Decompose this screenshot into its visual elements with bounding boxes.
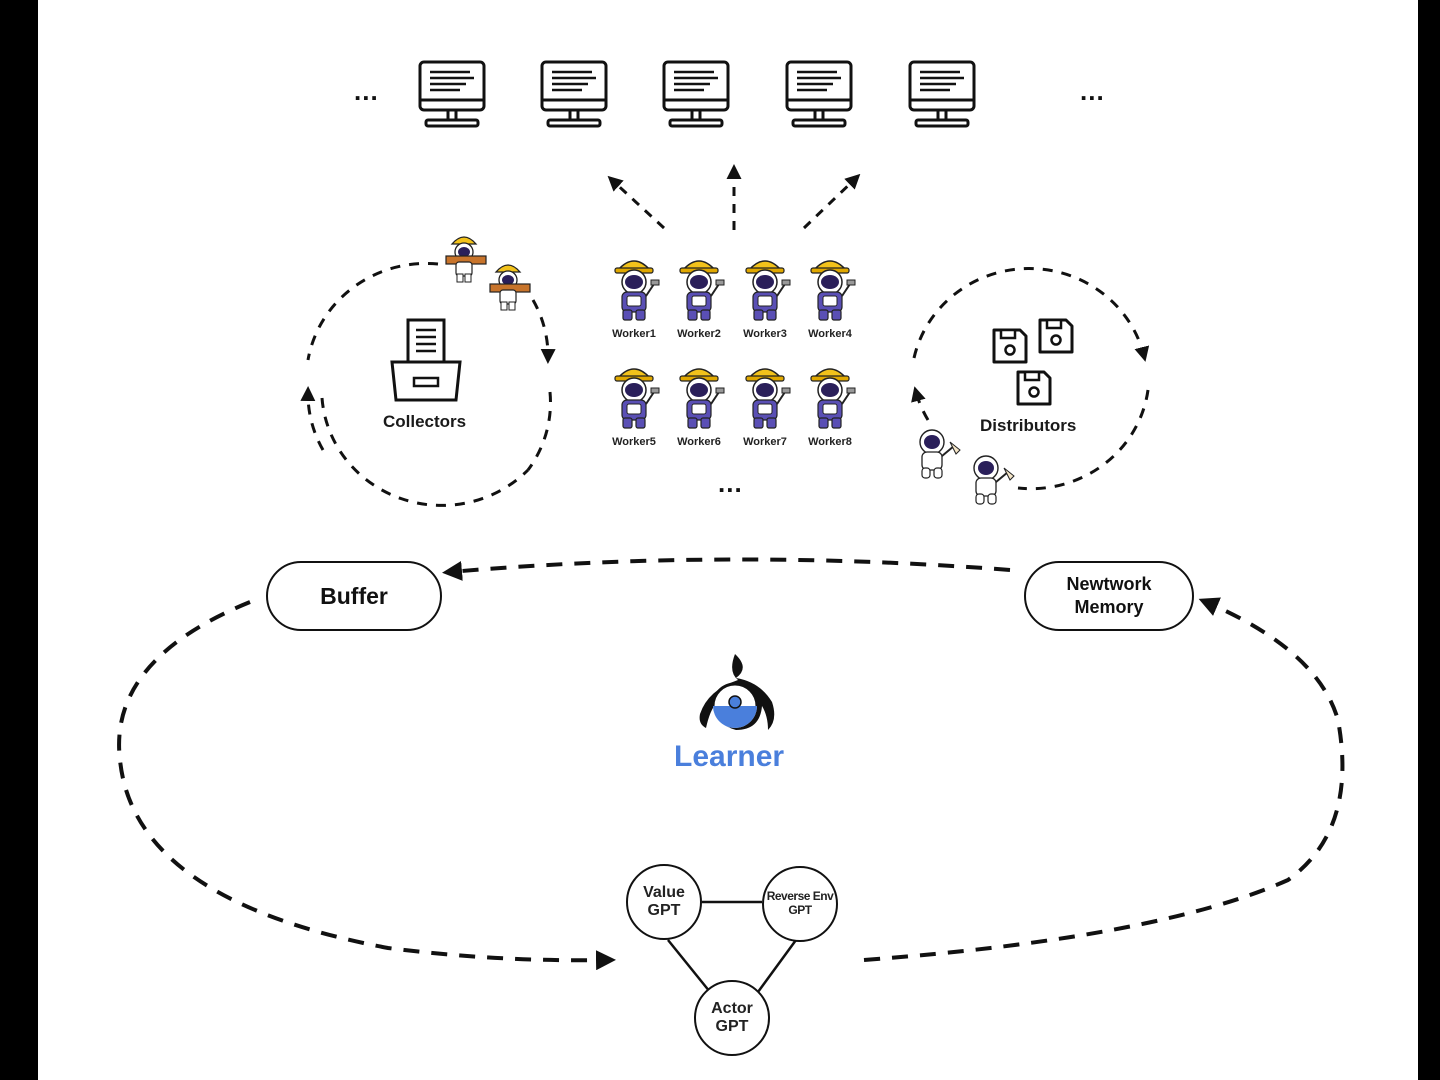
value-gpt-line1: Value [643, 883, 685, 901]
worker-label: Worker5 [612, 436, 656, 448]
reverse-env-line2: GPT [788, 903, 812, 917]
actor-gpt-line2: GPT [715, 1018, 749, 1035]
collectors-loop [300, 261, 556, 507]
monitor-icon [785, 60, 853, 128]
worker-astronaut-icon [679, 368, 725, 429]
worker-astronaut-icon [614, 368, 660, 429]
network-memory-line1: Newtwork [1066, 573, 1152, 594]
worker-label: Worker1 [612, 328, 656, 340]
monitor-icon [662, 60, 730, 128]
distributors-loop [911, 267, 1150, 491]
more-environments-right: ... [1080, 76, 1105, 106]
buffer-node: Buffer [266, 561, 442, 631]
gpt-connections [667, 900, 798, 993]
floppy-disk-icon [992, 328, 1028, 364]
buffer-label: Buffer [320, 582, 388, 609]
worker-astronaut-icon [445, 236, 487, 283]
collectors-label: Collectors [383, 412, 467, 431]
floppy-disk-icon [1038, 318, 1074, 354]
worker-label: Worker2 [677, 328, 721, 340]
more-environments-left: ... [354, 76, 379, 106]
diagram-canvas: ... ... ... Worker1 Worker2 Worker3 Work… [38, 0, 1418, 1080]
distributors-label: Distributors [980, 416, 1077, 435]
value-gpt-node: Value GPT [626, 864, 702, 940]
monitor-icon [418, 60, 486, 128]
diagram-graphics [117, 60, 1345, 993]
floppy-disk-icon [1016, 370, 1052, 406]
astronaut-icon [919, 429, 961, 479]
actor-gpt-node: Actor GPT [694, 980, 770, 1056]
worker-astronaut-icon [810, 260, 856, 321]
reverse-env-gpt-node: Reverse Env GPT [762, 866, 838, 942]
worker-astronaut-icon [810, 368, 856, 429]
network-memory-line2: Memory [1074, 597, 1144, 617]
learner-logo-icon [699, 654, 775, 730]
value-gpt-line2: GPT [647, 902, 681, 919]
worker-label: Worker8 [808, 436, 852, 448]
astronaut-icon [973, 455, 1015, 505]
worker-label: Worker4 [808, 328, 852, 340]
dispatch-arrows [607, 164, 861, 230]
more-workers: ... [718, 468, 743, 498]
file-tray-icon [390, 318, 462, 402]
worker-astronaut-icon [679, 260, 725, 321]
learner-label: Learner [674, 740, 785, 773]
worker-astronaut-icon [489, 264, 531, 311]
reverse-env-line1: Reverse Env [766, 889, 834, 904]
worker-label: Worker3 [743, 328, 787, 340]
worker-label: Worker7 [743, 436, 787, 448]
worker-astronaut-icon [745, 260, 791, 321]
monitor-icon [908, 60, 976, 128]
learner-loop [117, 557, 1345, 971]
network-memory-node: Newtwork Memory [1024, 561, 1194, 631]
worker-astronaut-icon [745, 368, 791, 429]
worker-label: Worker6 [677, 436, 721, 448]
worker-astronaut-icon [614, 260, 660, 321]
actor-gpt-line1: Actor [711, 999, 753, 1017]
monitor-icon [540, 60, 608, 128]
